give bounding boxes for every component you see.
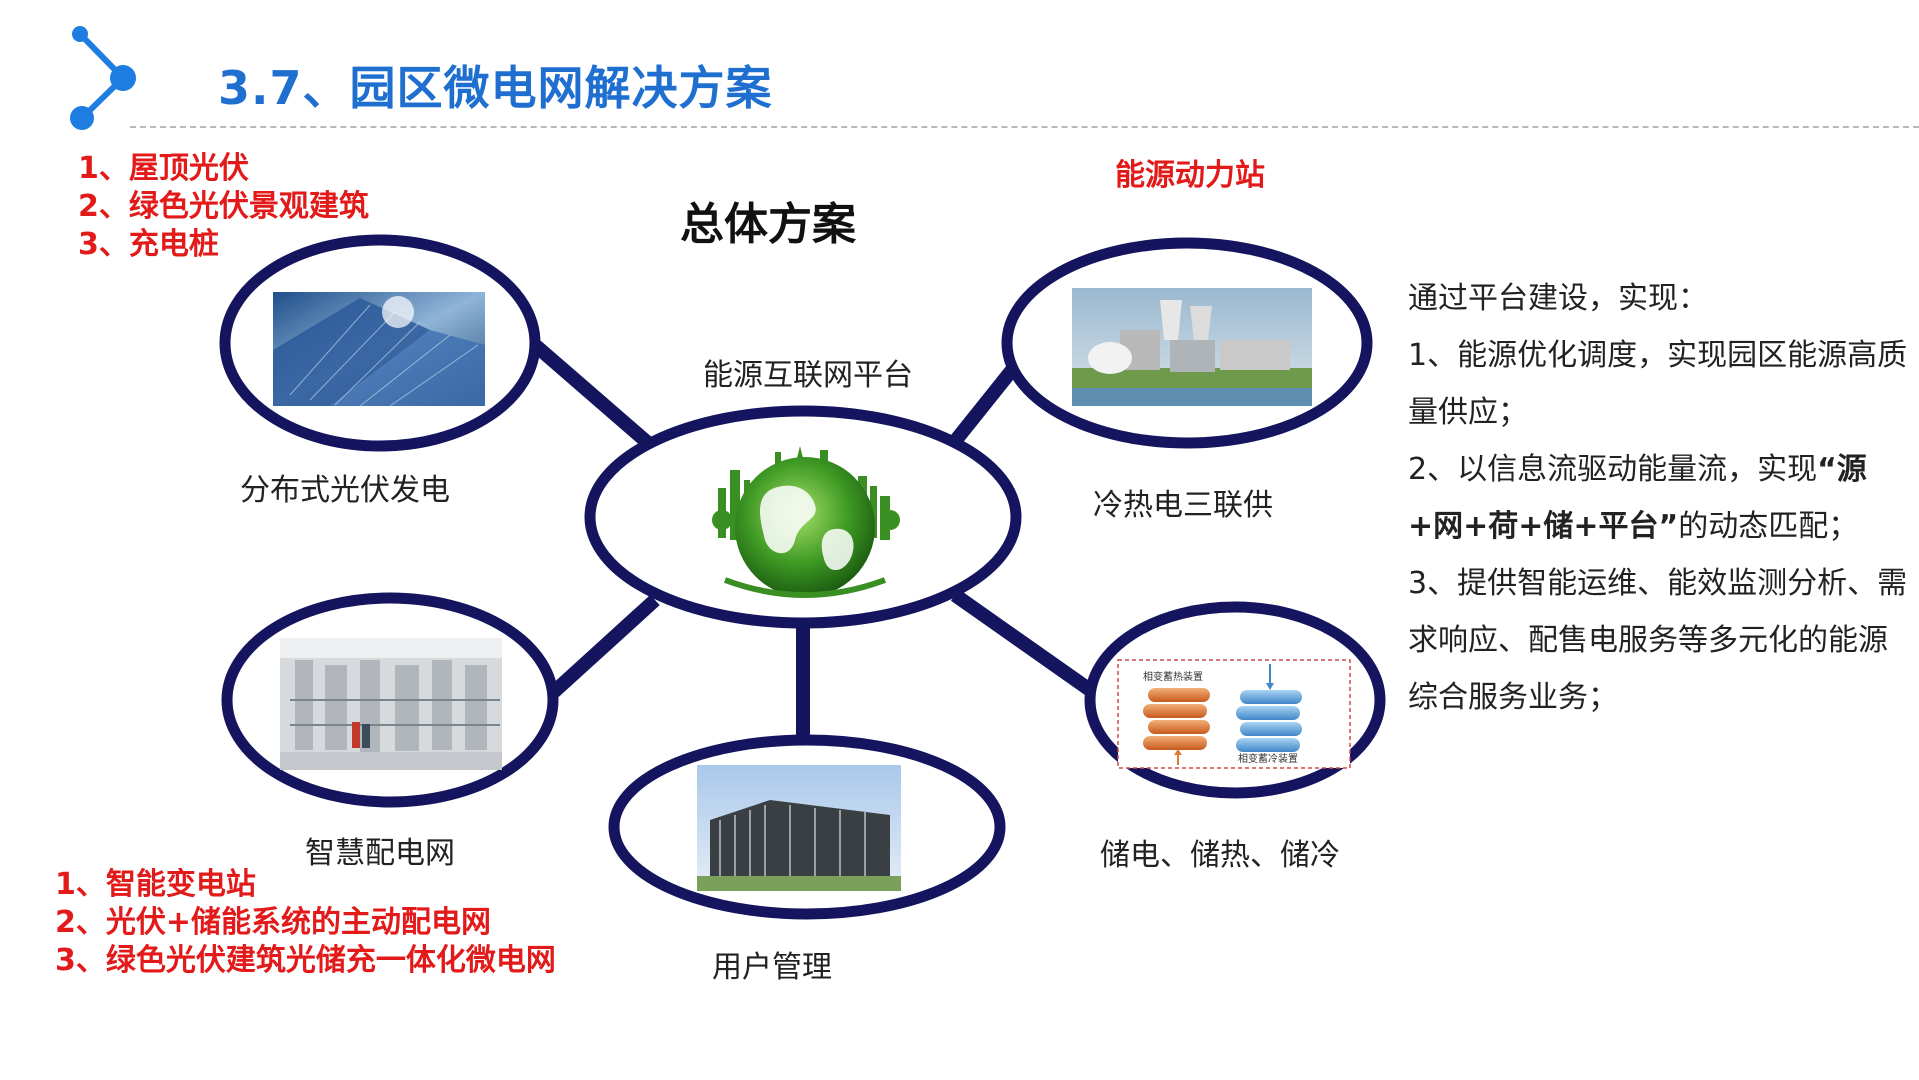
list-item: 1、屋顶光伏	[78, 151, 249, 186]
connector-lines	[530, 339, 1095, 735]
top-right-label: 能源动力站	[1115, 158, 1265, 193]
list-item: 3、绿色光伏建筑光储充一体化微电网	[55, 943, 556, 978]
connector-storage	[950, 589, 1095, 696]
power-plant-image	[1072, 288, 1312, 406]
benefit-item-2-tail: 的动态匹配；	[1678, 509, 1859, 544]
node-label-storage: 储电、储热、储冷	[1100, 838, 1340, 873]
node-label-user: 用户管理	[712, 950, 832, 985]
connector-pv	[530, 339, 653, 449]
node-label-pv: 分布式光伏发电	[240, 473, 450, 508]
phase-change-storage-image: 相变蓄热装置 相变蓄冷装置	[1117, 659, 1351, 769]
building-image	[697, 765, 901, 891]
globe-image	[712, 446, 900, 598]
center-label: 能源互联网平台	[703, 358, 913, 393]
bottom-left-list: 1、智能变电站 2、光伏+储能系统的主动配电网 3、绿色光伏建筑光储充一体化微电…	[55, 866, 556, 980]
substation-image	[280, 638, 502, 770]
solar-panel-image	[273, 292, 485, 407]
benefit-item-3: 3、提供智能运维、能效监测分析、需求响应、配售电服务等多元化的能源综合服务业务；	[1408, 566, 1908, 715]
node-label-grid: 智慧配电网	[305, 836, 455, 871]
benefits-text: 通过平台建设，实现： 1、能源优化调度，实现园区能源高质量供应； 2、以信息流驱…	[1408, 270, 1913, 726]
connector-grid	[540, 594, 660, 706]
benefit-item-2: 2、以信息流驱动能量流，实现“源+网+荷+储+平台”的动态匹配；	[1408, 441, 1913, 555]
page-title: 3.7、园区微电网解决方案	[218, 61, 773, 115]
title-divider	[130, 126, 1919, 128]
list-item: 2、光伏+储能系统的主动配电网	[55, 905, 492, 940]
benefit-item-2-text: 2、以信息流驱动能量流，实现	[1408, 452, 1818, 487]
benefits-intro: 通过平台建设，实现：	[1408, 281, 1708, 316]
benefit-item-2-highlight: “源+网+荷+储+平台”	[1408, 452, 1867, 544]
list-item: 1、智能变电站	[55, 867, 256, 902]
logo-icon	[70, 26, 136, 130]
storage-inner-label-cold: 相变蓄冷装置	[1238, 752, 1298, 765]
storage-inner-label-heat: 相变蓄热装置	[1143, 670, 1203, 683]
benefit-item-1: 1、能源优化调度，实现园区能源高质量供应；	[1408, 338, 1908, 430]
section-subtitle: 总体方案	[680, 199, 856, 250]
top-left-list: 1、屋顶光伏 2、绿色光伏景观建筑 3、充电桩	[78, 150, 369, 264]
node-label-cchp: 冷热电三联供	[1093, 488, 1273, 523]
list-item: 3、充电桩	[78, 227, 219, 262]
list-item: 2、绿色光伏景观建筑	[78, 189, 369, 224]
